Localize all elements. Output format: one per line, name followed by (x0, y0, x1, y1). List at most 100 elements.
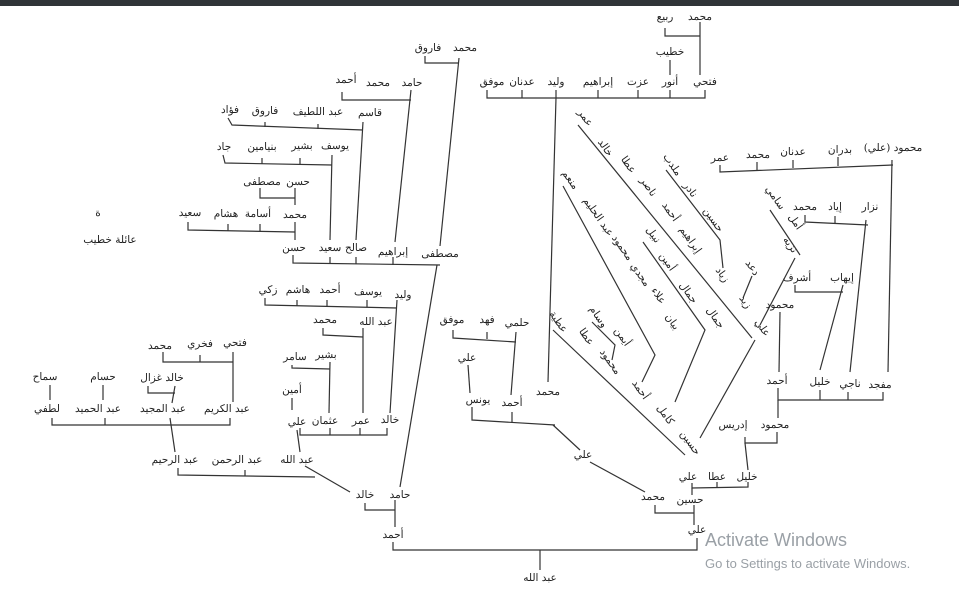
connector-line (51, 418, 231, 426)
person-node: أحمد (319, 283, 341, 296)
connector-line (665, 169, 724, 269)
connector-line (887, 159, 893, 373)
person-node: خليل (809, 375, 831, 388)
person-node: عزت (627, 75, 649, 88)
person-node: قاسم (357, 106, 383, 119)
connector-line (296, 429, 301, 453)
person-node: عبد الله (523, 571, 557, 584)
person-node: محمد (283, 208, 307, 221)
person-node: خليل (736, 470, 758, 483)
person-node: عدنان (780, 145, 806, 158)
person-node: ربيع (656, 10, 674, 23)
person-node: بشير (315, 348, 337, 361)
connector-line (341, 92, 411, 101)
person-node: إدريس (718, 418, 748, 431)
connector-line (510, 331, 517, 396)
connector-line (691, 482, 749, 489)
connector-line (562, 185, 656, 383)
connector-line (394, 89, 412, 243)
person-node: عمر (710, 151, 730, 164)
connector-line (392, 538, 698, 551)
person-node: أشرف (782, 271, 812, 284)
person-node: محمد (793, 200, 817, 213)
connector-line (162, 352, 233, 363)
connector-line (642, 241, 706, 403)
connector-line (222, 154, 333, 166)
person-node: بدران (827, 143, 853, 156)
connector-line (794, 285, 843, 293)
connector-line (355, 121, 364, 241)
person-node: أحمد (335, 73, 357, 86)
person-node: محمد (746, 148, 770, 161)
person-node: حلمي (504, 316, 530, 329)
person-node: فاروق (251, 104, 279, 117)
person-node: محمد (641, 490, 665, 503)
connector-line (171, 385, 176, 404)
person-node: عبد الحميد (75, 402, 121, 415)
person-node: نزار (861, 200, 879, 213)
person-node: علي (678, 470, 698, 483)
connector-line (486, 90, 706, 99)
person-node: عبد الرحيم (151, 453, 199, 466)
connector-line (227, 117, 364, 131)
connector-line (471, 407, 556, 426)
activation-watermark-subtitle: Go to Settings to activate Windows. (705, 556, 911, 571)
person-node: أنور (661, 75, 679, 88)
connector-line (264, 298, 398, 309)
person-node: حامد (389, 488, 411, 501)
person-node: عمر (351, 414, 371, 427)
person-node: محمد (366, 76, 390, 89)
person-node: أحمد (382, 528, 404, 541)
connector-line (389, 299, 398, 414)
connector-line (169, 417, 176, 453)
person-node: هشام (213, 207, 239, 220)
person-node: عبد الله (359, 315, 393, 328)
connector-line (759, 257, 796, 326)
person-node: وليد (394, 288, 412, 301)
person-node: زكي (258, 283, 278, 296)
person-node: بنيامين (247, 140, 277, 153)
connector-line (819, 284, 844, 371)
person-node: فتحي (693, 75, 717, 88)
person-node: إياد (828, 200, 842, 213)
person-node: مصطفى (421, 247, 459, 260)
person-node: عثمان (311, 414, 339, 427)
connector-line (654, 505, 694, 514)
connector-line (699, 339, 756, 439)
person-node: جاد (216, 140, 232, 153)
connector-line (591, 321, 616, 361)
person-node: وليد (547, 75, 565, 88)
person-node: سامر (283, 350, 307, 363)
connector-line (259, 188, 295, 199)
family-title: عائلة خطيب (83, 233, 137, 246)
person-node: هاشم (285, 283, 311, 296)
connector-line (467, 364, 471, 394)
connector-line (778, 311, 781, 373)
person-node: محمد (453, 41, 477, 54)
connector-line (399, 264, 438, 488)
person-node: عبد الكريم (204, 402, 250, 415)
person-node: أسامة (244, 207, 272, 220)
person-node: إبراهيم (377, 245, 409, 258)
person-node: ناجي (839, 377, 861, 390)
person-node: حامد (401, 76, 423, 89)
person-node: علي (573, 448, 593, 461)
person-node: حسن (282, 241, 306, 254)
connector-line (664, 28, 700, 37)
person-node: محمود (علي) (863, 141, 923, 154)
person-node: يونس (465, 393, 491, 406)
connector-line (744, 432, 778, 444)
connector-line (849, 219, 867, 373)
person-node: محمود (760, 418, 790, 431)
person-node: فخري (187, 337, 213, 350)
person-node: صالح (344, 241, 368, 254)
connector-line (742, 275, 753, 299)
person-node: عبد اللطيف (292, 105, 344, 118)
person-node: فاروق (414, 41, 442, 54)
connector-line (552, 424, 581, 451)
person-node: يوسف (320, 139, 350, 152)
person-node: موفق (439, 313, 465, 326)
connector-line (292, 255, 441, 266)
person-node: خطيب (655, 45, 685, 58)
